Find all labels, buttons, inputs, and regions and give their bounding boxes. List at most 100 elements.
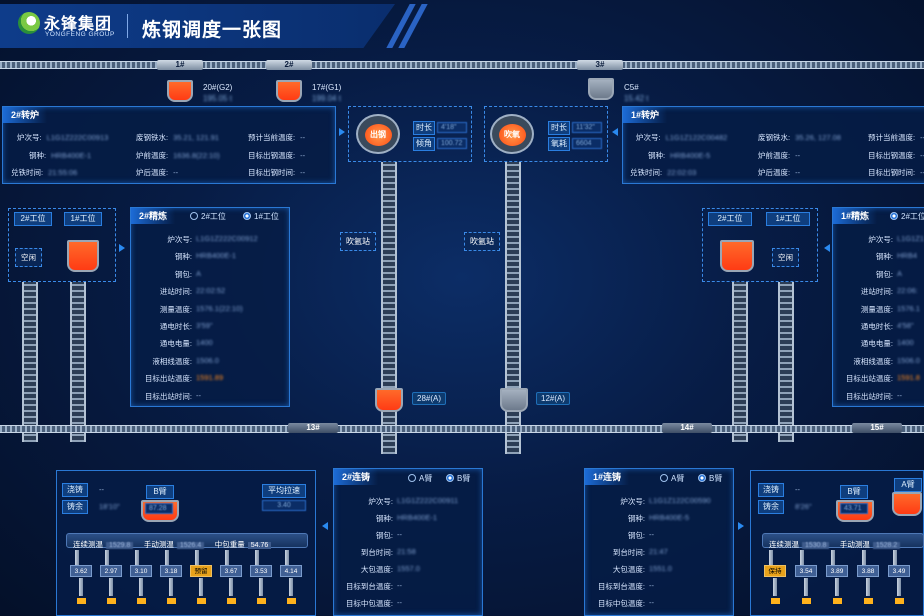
info-row: 液相线温度:: [853, 356, 893, 367]
lf2-radio-pos2[interactable]: 2#工位: [190, 211, 226, 222]
strand-speed[interactable]: 保持: [764, 565, 786, 577]
info-row: 大包温度:: [361, 564, 393, 575]
strand-speed[interactable]: 3.54: [795, 565, 817, 577]
strand-speed[interactable]: 3.10: [130, 565, 152, 577]
info-value-text: --: [397, 598, 402, 607]
logo-text: 永锋集团: [44, 16, 113, 33]
lf2-radio-pos1[interactable]: 1#工位: [243, 211, 279, 222]
expand-arrow-icon[interactable]: [322, 522, 328, 530]
info-key: 测量温度:: [159, 304, 192, 314]
strand-foot: [287, 598, 296, 604]
strand-post: [195, 550, 199, 566]
caster1-arm-a[interactable]: A臂: [894, 478, 922, 492]
track-lf2-pos2: [22, 282, 38, 442]
info-key: 测量温度:: [860, 304, 893, 314]
panel-title: 2#连铸: [334, 469, 379, 485]
strand-foot: [167, 598, 176, 604]
strand-speed[interactable]: 2.97: [100, 565, 122, 577]
info-value-text: HRB400E-5: [649, 513, 690, 522]
strand-foot: [107, 598, 116, 604]
caster1-ladle-a[interactable]: [892, 492, 922, 516]
crane-trolley-3[interactable]: 3#: [577, 60, 623, 70]
caster2-arm-b[interactable]: B臂: [146, 485, 174, 499]
lf1-pos2-button[interactable]: 2#工位: [708, 212, 752, 226]
info-row: 目标到台温度:: [346, 581, 393, 592]
strand-post: [862, 550, 866, 566]
crane-trolley-1[interactable]: 1#: [157, 60, 203, 70]
conv2-back-temp: 炉后温度:--: [136, 168, 179, 177]
info-value: 21:58: [397, 547, 416, 556]
crane-ladle-1[interactable]: [167, 80, 193, 102]
track-lf1-pos2: [732, 282, 748, 442]
lf2-pos2-button[interactable]: 2#工位: [14, 212, 52, 226]
strand-speed[interactable]: 3.18: [160, 565, 182, 577]
argon-station-1[interactable]: 吹氩站: [464, 232, 500, 251]
converter-1-blowing-icon[interactable]: 吹氧: [490, 114, 534, 154]
expand-arrow-icon[interactable]: [738, 522, 744, 530]
info-value-text: 21:58: [397, 547, 416, 556]
ladle-12[interactable]: [500, 388, 528, 412]
caster2-radio-a[interactable]: A臂: [408, 473, 432, 484]
expand-arrow-icon[interactable]: [612, 128, 618, 136]
strand-speed[interactable]: 预留: [190, 565, 212, 577]
track-lf1-pos1: [778, 282, 794, 442]
strand-foot: [137, 598, 146, 604]
info-value: 4'58": [897, 321, 914, 330]
info-key: 钢包:: [627, 531, 645, 540]
caster1-radio-b[interactable]: B臂: [698, 473, 722, 484]
info-row: 钢种:: [628, 513, 645, 524]
caster1-pour-value: --: [795, 485, 800, 494]
info-key: 通电电量:: [159, 339, 192, 349]
crane-trolley-15[interactable]: 15#: [852, 423, 902, 433]
conv2-grade: 钢种:HRB400E-1: [29, 151, 92, 160]
caster1-radio-a[interactable]: A臂: [660, 473, 684, 484]
info-key: 钢种:: [875, 252, 893, 262]
conv2-heat-no: 炉次号:L1G1Z222C00913: [17, 133, 109, 142]
argon-station-2[interactable]: 吹氩站: [340, 232, 376, 251]
lf1-radio-pos2[interactable]: 2#工位: [890, 211, 924, 222]
info-value-text: 1506.0: [196, 355, 219, 365]
strand-speed[interactable]: 3.53: [250, 565, 272, 577]
strand-speed[interactable]: 3.49: [888, 565, 910, 577]
strand-speed[interactable]: 3.67: [220, 565, 242, 577]
info-value-text: 1551.0: [649, 564, 672, 573]
strand-speed[interactable]: 3.62: [70, 565, 92, 577]
lf2-pos1-ladle[interactable]: [67, 240, 99, 272]
conv1-grade: 钢种:HRB400E-5: [648, 151, 711, 160]
info-key: 大包温度:: [360, 565, 393, 574]
ladle-28[interactable]: [375, 388, 403, 412]
crane-trolley-13[interactable]: 13#: [288, 423, 338, 433]
strand-post: [800, 550, 804, 566]
caster2-radio-b[interactable]: B臂: [446, 473, 470, 484]
expand-arrow-icon[interactable]: [824, 244, 830, 252]
info-value-text: 1576.1: [897, 303, 920, 313]
expand-arrow-icon[interactable]: [339, 128, 345, 136]
info-row: 炉次号:: [868, 234, 893, 245]
info-key: 目标到台温度:: [597, 582, 645, 591]
strand-foot: [833, 598, 842, 604]
info-value: 1506.0: [196, 356, 219, 365]
crane-trolley-2[interactable]: 2#: [266, 60, 312, 70]
strand-speed[interactable]: 3.88: [857, 565, 879, 577]
expand-arrow-icon[interactable]: [119, 244, 125, 252]
info-key: 钢包:: [174, 269, 192, 279]
lf1-pos2-ladle[interactable]: [720, 240, 754, 272]
ladle-tag-28: 28#(A): [412, 392, 447, 405]
crane-ladle-3[interactable]: [588, 78, 614, 100]
info-value-text: 3'59": [196, 321, 213, 330]
lf1-pos1-button[interactable]: 1#工位: [766, 212, 810, 226]
caster1-arm-b[interactable]: B臂: [840, 485, 868, 499]
blowing-time-label: 时长: [548, 121, 570, 135]
crane-trolley-14[interactable]: 14#: [662, 423, 712, 433]
info-key: 大包温度:: [612, 565, 645, 574]
conv2-target-temp: 目标出钢温度:--: [248, 151, 306, 160]
page-title: 炼钢调度一张图: [142, 20, 283, 41]
strand-speed[interactable]: 3.89: [826, 565, 848, 577]
info-row: 通电电量:: [160, 338, 192, 349]
conv2-iron-time: 兑铁时间:21:55:06: [11, 168, 78, 177]
crane-ladle-2[interactable]: [276, 80, 302, 102]
lf2-pos1-button[interactable]: 1#工位: [64, 212, 102, 226]
strand-speed[interactable]: 4.14: [280, 565, 302, 577]
strand-foot: [771, 598, 780, 604]
converter-2-tapping-icon[interactable]: 出钢: [356, 114, 400, 154]
